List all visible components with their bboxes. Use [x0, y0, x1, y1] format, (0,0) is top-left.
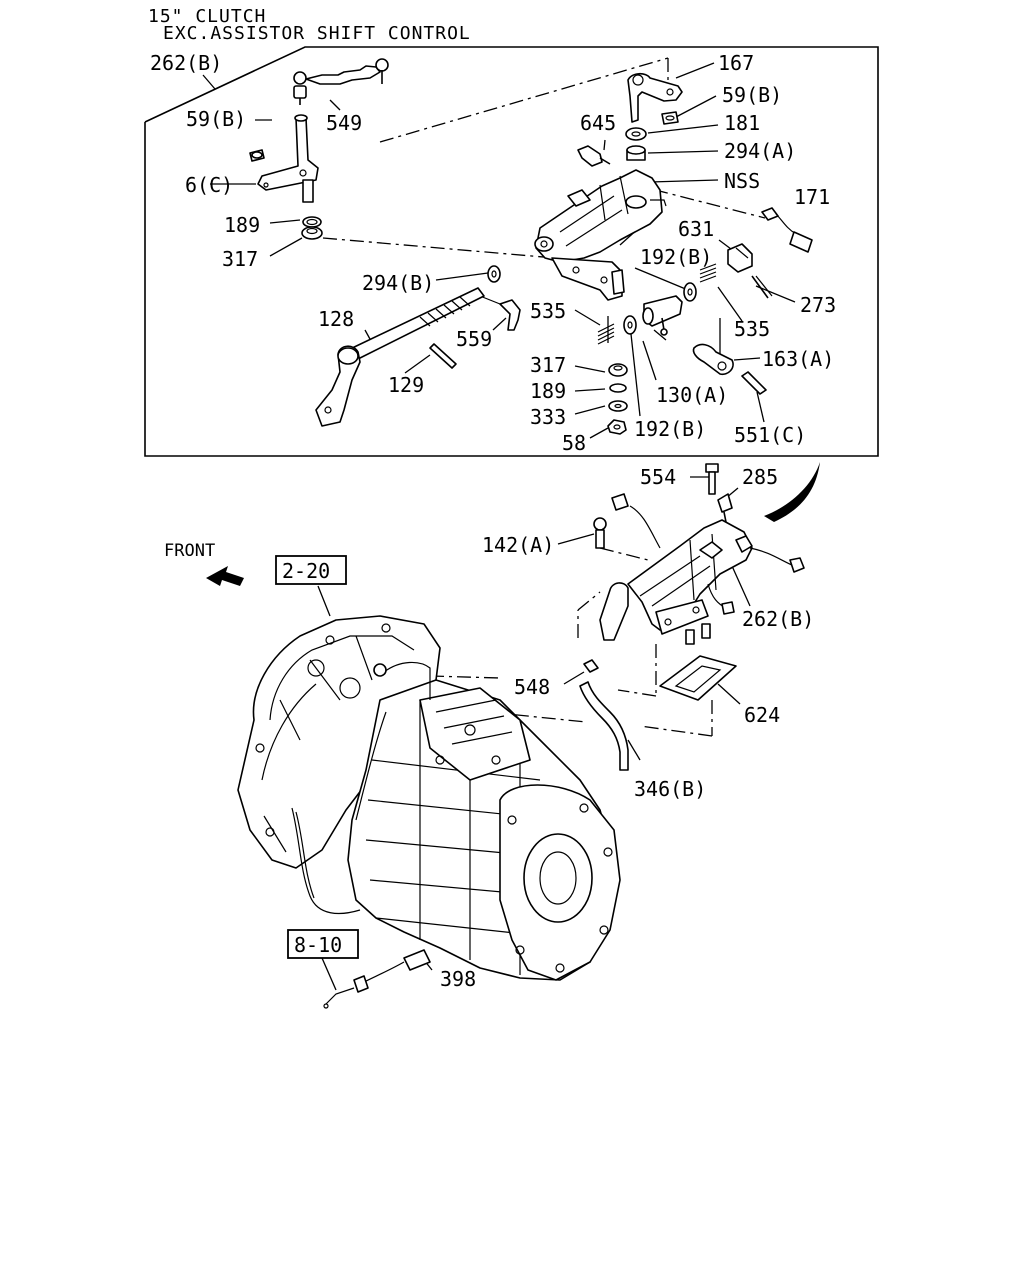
callout-551c: 551(C): [734, 423, 806, 447]
shift-housing-assembly: [534, 169, 667, 301]
callout-59b-left: 59(B): [186, 107, 246, 131]
part-631-plug: [727, 243, 753, 273]
part-58-nut: [607, 419, 627, 435]
part-398-sensor: [323, 949, 431, 1009]
part-535-spring-left: [597, 323, 615, 345]
part-294b-bushing: [487, 265, 501, 283]
part-192b-washer-mid: [623, 315, 637, 335]
part-189-oring-mid: [609, 383, 627, 393]
part-6c-lever: [257, 114, 319, 203]
part-549-rod-end: [293, 58, 389, 105]
callout-285: 285: [742, 465, 778, 489]
swoosh-arrow-icon: [764, 462, 820, 522]
callout-548: 548: [514, 675, 550, 699]
callout-317-mid: 317: [530, 353, 566, 377]
part-548-clip: [583, 659, 599, 673]
transmission-case: [237, 615, 621, 981]
callout-398: 398: [440, 967, 476, 991]
part-181-washer: [625, 127, 647, 141]
part-167-lever: [627, 72, 683, 123]
ref-8-10-text: 8-10: [294, 933, 342, 957]
part-554-bolt: [705, 463, 719, 495]
part-273-pin: [751, 275, 773, 299]
callout-labels-upper: 262(B) 167 59(B) 549 59(B) 645 181 294(A…: [150, 51, 836, 455]
callout-181: 181: [724, 111, 760, 135]
part-333-washer: [608, 400, 628, 412]
part-285-switch: [717, 493, 733, 523]
part-346b-hose: [579, 681, 629, 771]
part-294a-bushing: [626, 145, 646, 161]
callout-59b-right: 59(B): [722, 83, 782, 107]
callout-192b-bot: 192(B): [634, 417, 706, 441]
callout-192b-top: 192(B): [640, 245, 712, 269]
part-317-bushing-mid: [608, 363, 628, 377]
callout-624: 624: [744, 703, 780, 727]
callout-142a: 142(A): [482, 533, 554, 557]
part-59b-nut-right: [661, 111, 679, 125]
callout-128: 128: [318, 307, 354, 331]
callout-535-right: 535: [734, 317, 770, 341]
ref-2-20-text: 2-20: [282, 559, 330, 583]
part-551c-pin: [741, 371, 767, 395]
callout-294b: 294(B): [362, 271, 434, 295]
part-189-oring-top: [302, 216, 322, 228]
callout-346b: 346(B): [634, 777, 706, 801]
callout-171: 171: [794, 185, 830, 209]
callout-631: 631: [678, 217, 714, 241]
callout-labels-lower: 554 285 142(A) 262(B) 548 624 346(B) 398: [440, 465, 814, 991]
part-317-bushing-top: [301, 226, 323, 240]
part-645-switch: [577, 145, 611, 167]
callout-6c: 6(C): [185, 173, 233, 197]
part-129-pin: [429, 343, 457, 369]
callout-nss: NSS: [724, 169, 760, 193]
leader-lines-upper: [210, 57, 796, 439]
part-128-shaft: [315, 287, 485, 427]
callout-559: 559: [456, 327, 492, 351]
callout-129: 129: [388, 373, 424, 397]
part-59b-nut-left: [249, 149, 265, 162]
callout-262b-top: 262(B): [150, 51, 222, 75]
callout-535-left: 535: [530, 299, 566, 323]
callout-294a: 294(A): [724, 139, 796, 163]
callout-58: 58: [562, 431, 586, 455]
callout-273: 273: [800, 293, 836, 317]
callout-645: 645: [580, 111, 616, 135]
part-535-spring-right: [699, 263, 717, 283]
ref-box-2-20: 2-20: [275, 555, 347, 585]
part-142a-bolt: [593, 517, 607, 549]
lower-shift-control: [599, 493, 805, 645]
callout-317-top: 317: [222, 247, 258, 271]
part-163a-lever: [692, 343, 734, 376]
diagram-title-line1: 15" CLUTCH: [148, 6, 267, 27]
part-171-harness: [761, 207, 813, 253]
front-arrow-icon: [206, 566, 244, 586]
callout-167: 167: [718, 51, 754, 75]
callout-333: 333: [530, 405, 566, 429]
part-192b-washer-top: [683, 282, 697, 302]
callout-130a: 130(A): [656, 383, 728, 407]
callout-554: 554: [640, 465, 676, 489]
ref-box-8-10: 8-10: [287, 929, 359, 959]
callout-163a: 163(A): [762, 347, 834, 371]
callout-549: 549: [326, 111, 362, 135]
part-624-pad: [659, 655, 737, 701]
callout-189-mid: 189: [530, 379, 566, 403]
callout-189-top: 189: [224, 213, 260, 237]
part-130a-sleeve: [642, 295, 683, 336]
detail-frame: [144, 46, 879, 457]
part-559-fitting: [479, 295, 521, 331]
diagram-title-line2: EXC.ASSISTOR SHIFT CONTROL: [163, 23, 471, 44]
front-label: FRONT: [164, 541, 215, 561]
callout-262b-bot: 262(B): [742, 607, 814, 631]
